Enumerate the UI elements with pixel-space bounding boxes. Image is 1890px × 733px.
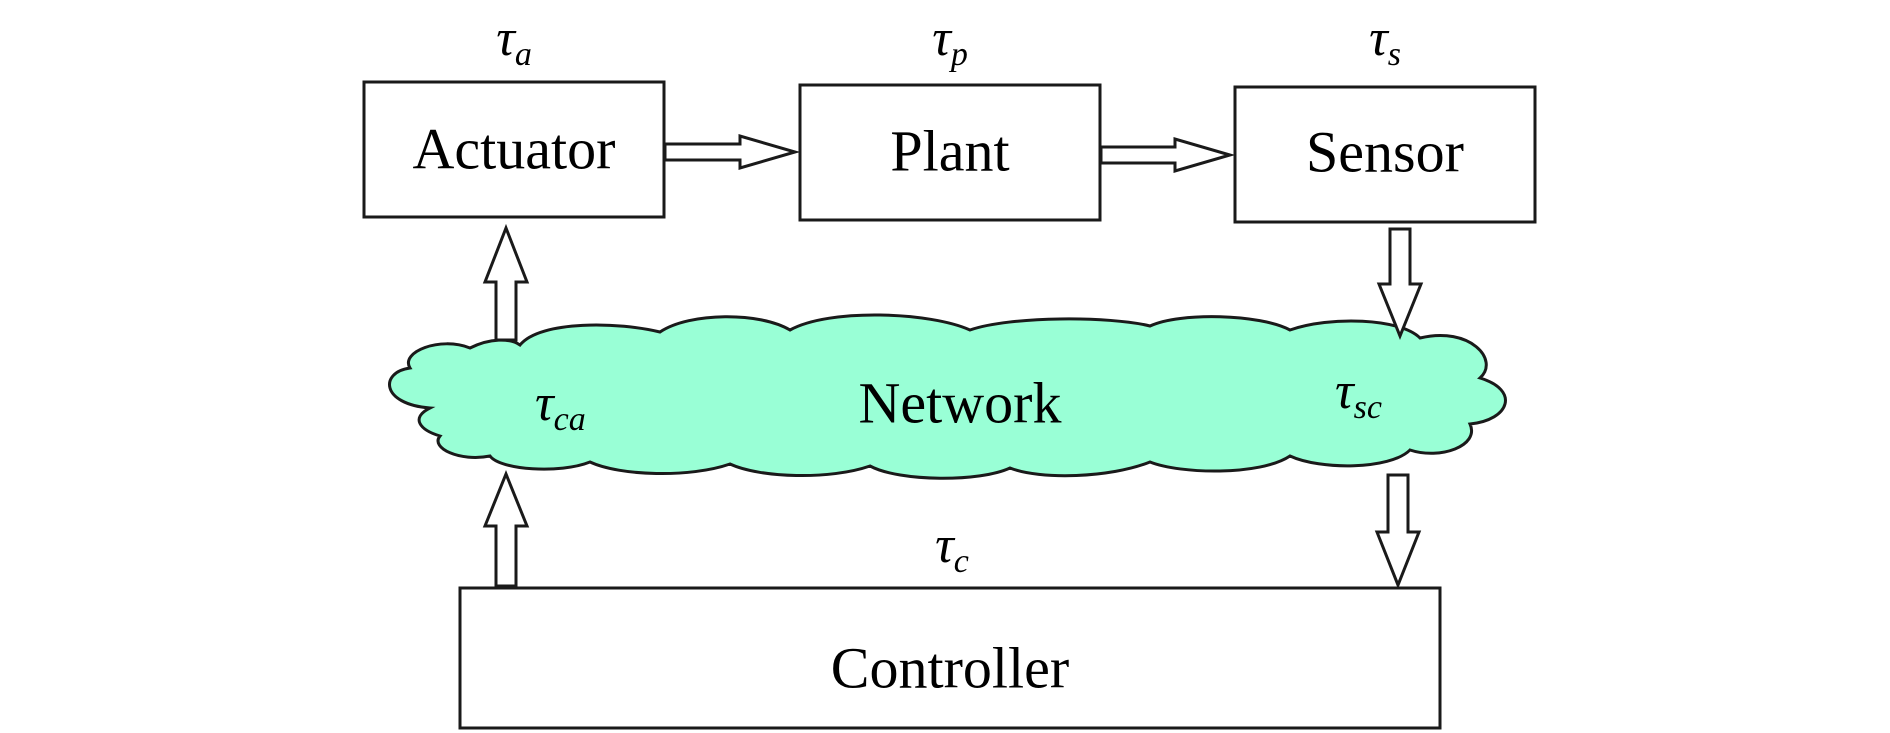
arrow-controller-to-network — [482, 469, 530, 588]
tau-sc-label: τsc — [1335, 363, 1382, 426]
network-label: Network — [859, 371, 1062, 436]
arrow-plant-to-sensor — [1099, 137, 1236, 173]
controller-block: Controller — [458, 586, 1442, 730]
sensor-label: Sensor — [1306, 120, 1464, 185]
plant-block: Plant — [798, 83, 1102, 222]
arrow-network-to-actuator — [482, 223, 530, 342]
actuator-label: Actuator — [413, 117, 616, 182]
plant-label: Plant — [890, 119, 1009, 184]
arrow-sensor-to-network — [1376, 227, 1424, 341]
tau-ca-label: τca — [535, 375, 586, 438]
sensor-block: Sensor — [1233, 85, 1537, 224]
tau-s-label: τs — [1369, 10, 1401, 73]
tau-p-label: τp — [932, 10, 968, 73]
tau-c-label: τc — [935, 517, 969, 580]
network-cloud — [388, 313, 1507, 480]
arrow-network-to-controller — [1374, 473, 1422, 590]
controller-label: Controller — [831, 636, 1069, 701]
tau-a-label: τa — [496, 10, 532, 73]
actuator-block: Actuator — [362, 80, 666, 219]
arrow-actuator-to-plant — [663, 134, 801, 170]
